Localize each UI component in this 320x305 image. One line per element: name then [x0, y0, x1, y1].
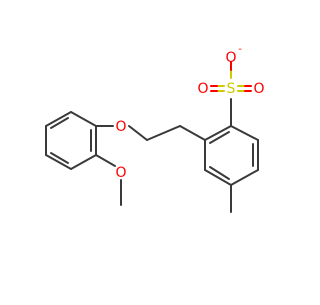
- bond-ch2-ring2: [179, 125, 206, 141]
- bond-ring2-4: [230, 169, 259, 186]
- bond-ring1-5: [45, 111, 72, 127]
- atom-o-sulfonyl-top-charge: -: [238, 44, 242, 55]
- bond-ch2-ch2: [146, 125, 181, 141]
- bond-ring2-1: [204, 125, 232, 141]
- atom-o-sulfonyl-top: O: [225, 50, 236, 66]
- atom-o-methoxy: O: [115, 165, 126, 181]
- bond-ring1-2: [70, 154, 97, 170]
- atom-s: S: [227, 81, 236, 97]
- bond-ring2-double-c: [209, 166, 230, 180]
- bond-ring1-double-b: [50, 152, 69, 164]
- bond-ring1-6: [70, 111, 97, 127]
- bond-ring1-double-c: [50, 117, 69, 129]
- bond-ring1-3: [45, 154, 72, 170]
- atom-o-ether: O: [115, 119, 126, 135]
- bond-ring2-double-a: [209, 131, 230, 144]
- bond-aryl-methoxy-o: [95, 154, 116, 167]
- atom-o-sulfonyl-left: O: [197, 81, 208, 97]
- molecule-structure: O O S O - O O: [45, 44, 265, 213]
- atom-o-sulfonyl-right: O: [253, 81, 264, 97]
- bond-ring2-5: [204, 169, 232, 186]
- bond-ring2-2: [230, 125, 259, 141]
- bond-ether-o-ch2: [128, 125, 148, 141]
- structure-canvas: O O S O - O O: [45, 44, 265, 213]
